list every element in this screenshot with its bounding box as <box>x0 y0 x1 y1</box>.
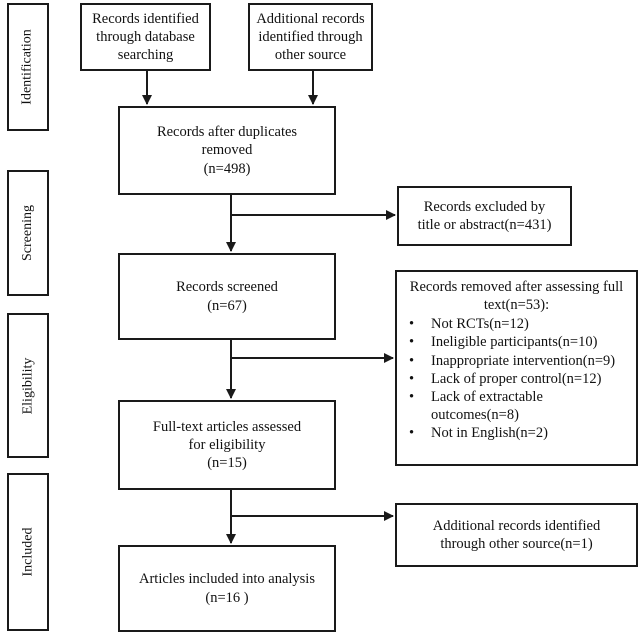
box-records-screened: Records screened (n=67) <box>118 253 336 340</box>
box-fulltext-assessed-text: Full-text articles assessed for eligibil… <box>152 418 302 472</box>
stage-included: Included <box>7 473 49 631</box>
removed-item-not-english: Not in English(n=2) <box>405 424 628 442</box>
removed-item-lack-of-outcomes: Lack of extractable outcomes(n=8) <box>405 388 628 424</box>
records-removed-heading: Records removed after assessing full tex… <box>409 279 624 314</box>
box-included-analysis: Articles included into analysis (n=16 ) <box>118 545 336 632</box>
records-removed-list: Not RCTs(n=12) Ineligible participants(n… <box>405 315 628 442</box>
box-excluded-title-text: Records excluded by title or abstract(n=… <box>417 198 552 233</box>
box-other-source: Additional records identified through ot… <box>248 3 373 71</box>
box-fulltext-assessed: Full-text articles assessed for eligibil… <box>118 400 336 490</box>
box-after-duplicates: Records after duplicates removed (n=498) <box>118 106 336 195</box>
box-additional-other-source: Additional records identified through ot… <box>395 503 638 567</box>
box-database-search: Records identified through database sear… <box>80 3 211 71</box>
box-included-analysis-text: Articles included into analysis (n=16 ) <box>139 571 315 606</box>
removed-item-not-rcts: Not RCTs(n=12) <box>405 315 628 333</box>
removed-item-lack-of-control: Lack of proper control(n=12) <box>405 370 628 388</box>
removed-item-inappropriate-intervention: Inappropriate intervention(n=9) <box>405 352 628 370</box>
box-excluded-title: Records excluded by title or abstract(n=… <box>397 186 572 246</box>
stage-eligibility: Eligibility <box>7 313 49 458</box>
box-records-screened-text: Records screened (n=67) <box>176 279 278 314</box>
box-additional-other-source-text: Additional records identified through ot… <box>432 517 601 552</box>
stage-identification: Identification <box>7 3 49 131</box>
box-other-source-text: Additional records identified through ot… <box>256 10 365 64</box>
box-database-search-text: Records identified through database sear… <box>92 10 199 64</box>
box-after-duplicates-text: Records after duplicates removed (n=498) <box>156 124 298 177</box>
stage-screening: Screening <box>7 170 49 296</box>
box-records-removed: Records removed after assessing full tex… <box>395 270 638 466</box>
removed-item-ineligible-participants: Ineligible participants(n=10) <box>405 333 628 351</box>
